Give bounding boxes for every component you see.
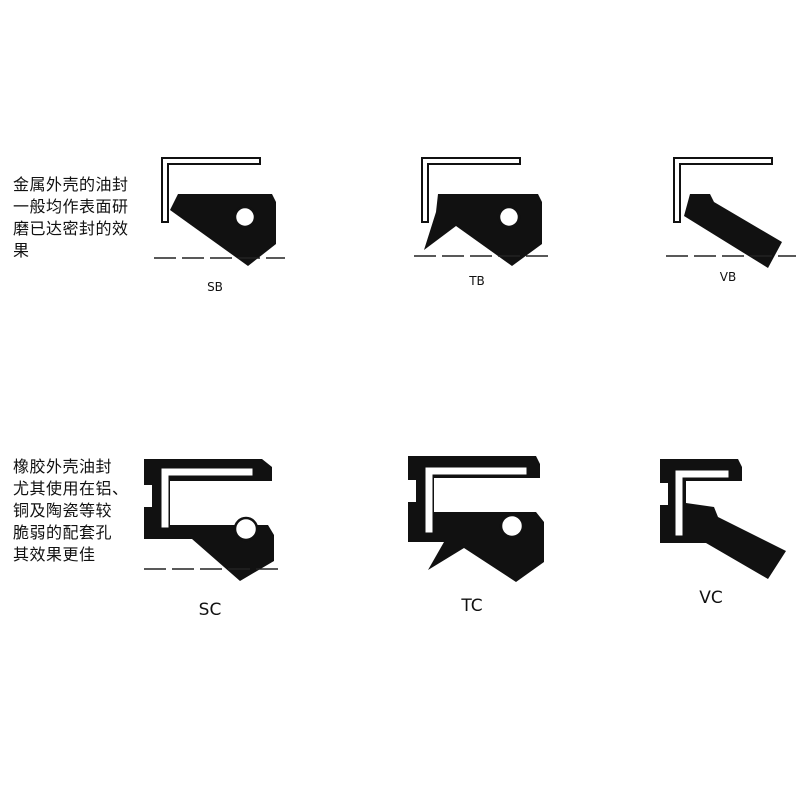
- metal-case-note: 金属外壳的油封 一般均作表面研 磨已达密封的效 果: [13, 174, 129, 262]
- tb-rubber-body: [424, 194, 542, 266]
- sb-metal-case: [161, 157, 261, 223]
- sc-label: SC: [198, 600, 222, 620]
- vc-label: VC: [699, 588, 723, 608]
- vb-rubber-body: [684, 194, 782, 268]
- tc-label: TC: [461, 596, 483, 616]
- rubber-note-line-3: 铜及陶瓷等较: [13, 501, 113, 520]
- metal-note-line-4: 果: [13, 241, 30, 260]
- tb-label: TB: [469, 274, 485, 288]
- sc-case-window: [144, 485, 152, 507]
- vc-seal-diagram: [660, 459, 786, 579]
- tc-metal-insert: [425, 467, 527, 533]
- tc-case-window: [408, 480, 416, 502]
- metal-note-line-1: 金属外壳的油封: [13, 175, 129, 194]
- sb-label: SB: [207, 280, 223, 294]
- sb-seal-diagram: [154, 157, 285, 266]
- metal-note-line-3: 磨已达密封的效: [13, 219, 129, 238]
- rubber-note-line-1: 橡胶外壳油封: [13, 457, 113, 476]
- rubber-case-note: 橡胶外壳油封 尤其使用在铝、 铜及陶瓷等较 脆弱的配套孔 其效果更佳: [13, 456, 129, 566]
- metal-note-line-2: 一般均作表面研: [13, 197, 129, 216]
- vc-case-window: [660, 483, 668, 505]
- sc-seal-diagram: [144, 459, 280, 581]
- tb-seal-diagram: [414, 157, 548, 266]
- sc-rubber-body: [144, 459, 274, 581]
- rubber-note-line-5: 其效果更佳: [13, 545, 96, 564]
- vb-label: VB: [719, 270, 737, 284]
- tb-metal-case: [421, 157, 521, 223]
- tc-garter-spring: [499, 513, 525, 539]
- rubber-note-line-4: 脆弱的配套孔: [13, 523, 113, 542]
- vb-seal-diagram: [666, 157, 796, 268]
- tc-rubber-body: [408, 456, 544, 582]
- rubber-note-line-2: 尤其使用在铝、: [13, 479, 129, 498]
- sc-garter-spring: [233, 516, 259, 542]
- vc-metal-insert: [675, 470, 729, 536]
- vb-metal-case: [673, 157, 773, 223]
- sb-garter-spring: [233, 205, 257, 229]
- tc-seal-diagram: [408, 456, 544, 582]
- sb-rubber-body: [170, 194, 276, 266]
- vc-rubber-body: [660, 459, 786, 579]
- sc-metal-insert: [161, 468, 253, 528]
- tb-garter-spring: [497, 205, 521, 229]
